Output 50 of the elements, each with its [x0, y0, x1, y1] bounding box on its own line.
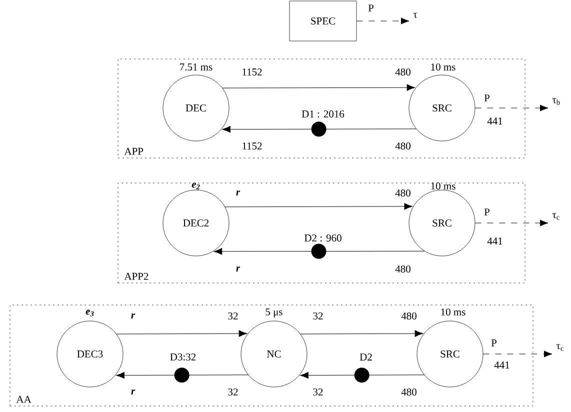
port-rate: 480: [395, 265, 410, 273]
port-rate: 1152: [242, 68, 262, 76]
port-rate: r: [131, 390, 136, 394]
edge-label: P: [367, 4, 375, 12]
edge-label: P: [483, 94, 491, 102]
annotation-label: 10 ms: [441, 308, 466, 316]
port-rate: 32: [228, 388, 238, 396]
output-label: τ: [413, 12, 418, 18]
arrow: [474, 104, 548, 112]
arrow: [222, 122, 416, 137]
arrow: [116, 368, 248, 383]
port-rate: 480: [401, 388, 416, 396]
arrow: [222, 84, 416, 91]
annotation-label: 5 μs: [266, 308, 282, 318]
port-rate: r: [131, 314, 136, 318]
port-rate: 480: [395, 68, 410, 76]
output-label: τ$_{c}$: [552, 213, 560, 220]
port-rate: 1152: [242, 142, 262, 150]
port-rate: 32: [313, 388, 323, 396]
output-label: τ$_{c}$: [556, 344, 564, 351]
port-rate: 441: [487, 118, 502, 124]
edge-label: P: [483, 208, 491, 216]
annotation-label: 10 ms: [431, 182, 456, 190]
annotation-label: e$_{2}$: [192, 182, 200, 190]
arrow: [224, 203, 412, 210]
output-label: τ$_{b}$: [552, 98, 560, 105]
port-rate: 441: [494, 362, 510, 368]
port-rate: 441: [487, 238, 502, 244]
arrow: [300, 330, 424, 337]
edge-label: D2 : 960: [303, 233, 343, 243]
annotation-label: e$_{3}$: [86, 310, 94, 316]
arrow: [482, 350, 552, 358]
edge-label: D1 : 2016: [300, 109, 346, 119]
annotation-label: 7.51 ms: [180, 63, 212, 71]
port-rate: 32: [228, 312, 238, 320]
arrow: [356, 18, 410, 24]
edge-label: P: [490, 338, 498, 348]
port-rate: 480: [395, 142, 410, 150]
arrow: [116, 330, 248, 337]
port-rate: r: [236, 266, 240, 272]
edge-label: D2: [358, 352, 374, 362]
edge-label: D3:32: [168, 352, 198, 362]
arrow: [474, 220, 548, 226]
arrow: [300, 368, 424, 383]
port-rate: 32: [313, 312, 323, 320]
arrow: [214, 244, 425, 259]
port-rate: 480: [395, 189, 410, 197]
port-rate: 480: [401, 312, 416, 320]
spec-box: SPEC: [289, 0, 357, 42]
annotation-label: 10 ms: [431, 63, 456, 71]
